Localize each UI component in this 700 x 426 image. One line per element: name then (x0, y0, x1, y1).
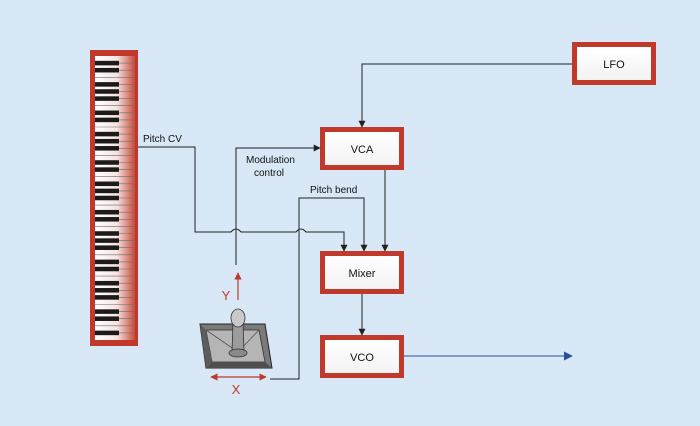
black-key (95, 217, 119, 222)
black-key (95, 209, 119, 215)
black-key (95, 330, 119, 336)
black-key (95, 259, 119, 265)
black-key (95, 67, 119, 73)
mixer-label: Mixer (349, 268, 376, 280)
black-key (95, 309, 119, 314)
wire-lfo-to-vca (358, 63, 572, 128)
black-key (95, 138, 119, 144)
black-key (95, 96, 119, 101)
lfo-label: LFO (603, 59, 625, 71)
black-key (95, 195, 119, 201)
x-axis-label: X (232, 382, 241, 397)
joystick-icon (199, 308, 273, 369)
black-key (95, 181, 119, 187)
vco-module: VCO (320, 335, 404, 378)
modulation-control-label-line2: control (254, 168, 284, 179)
mixer-module: Mixer (320, 251, 404, 294)
black-key (95, 238, 119, 243)
signal-wires (138, 63, 572, 380)
black-key (95, 188, 119, 194)
black-key (95, 89, 119, 94)
pitch-cv-label: Pitch CV (143, 134, 182, 145)
black-key (95, 316, 119, 321)
black-key (95, 131, 119, 137)
black-key (95, 280, 119, 286)
wire-modulation-to-vca (235, 144, 321, 265)
lfo-module: LFO (572, 42, 656, 85)
black-key (95, 82, 119, 87)
y-axis-label: Y (222, 288, 231, 303)
black-key (95, 245, 119, 250)
modulation-control-label-line1: Modulation (246, 155, 295, 166)
black-key (95, 167, 119, 172)
black-keys (95, 60, 119, 336)
black-key (95, 146, 119, 151)
black-key (95, 295, 119, 300)
vca-label: VCA (351, 144, 374, 156)
black-key (95, 60, 119, 66)
vco-label: VCO (350, 352, 374, 364)
vca-module: VCA (320, 127, 404, 170)
keyboard (90, 50, 138, 346)
black-key (95, 160, 119, 165)
wire-pitch-bend-to-mixer (270, 197, 368, 380)
black-key (95, 117, 119, 123)
black-key (95, 231, 119, 236)
pitch-bend-label: Pitch bend (310, 185, 357, 196)
wire-pitch-cv-to-mixer (138, 146, 348, 252)
black-key (95, 266, 119, 272)
black-key (95, 110, 119, 116)
black-key (95, 288, 119, 293)
